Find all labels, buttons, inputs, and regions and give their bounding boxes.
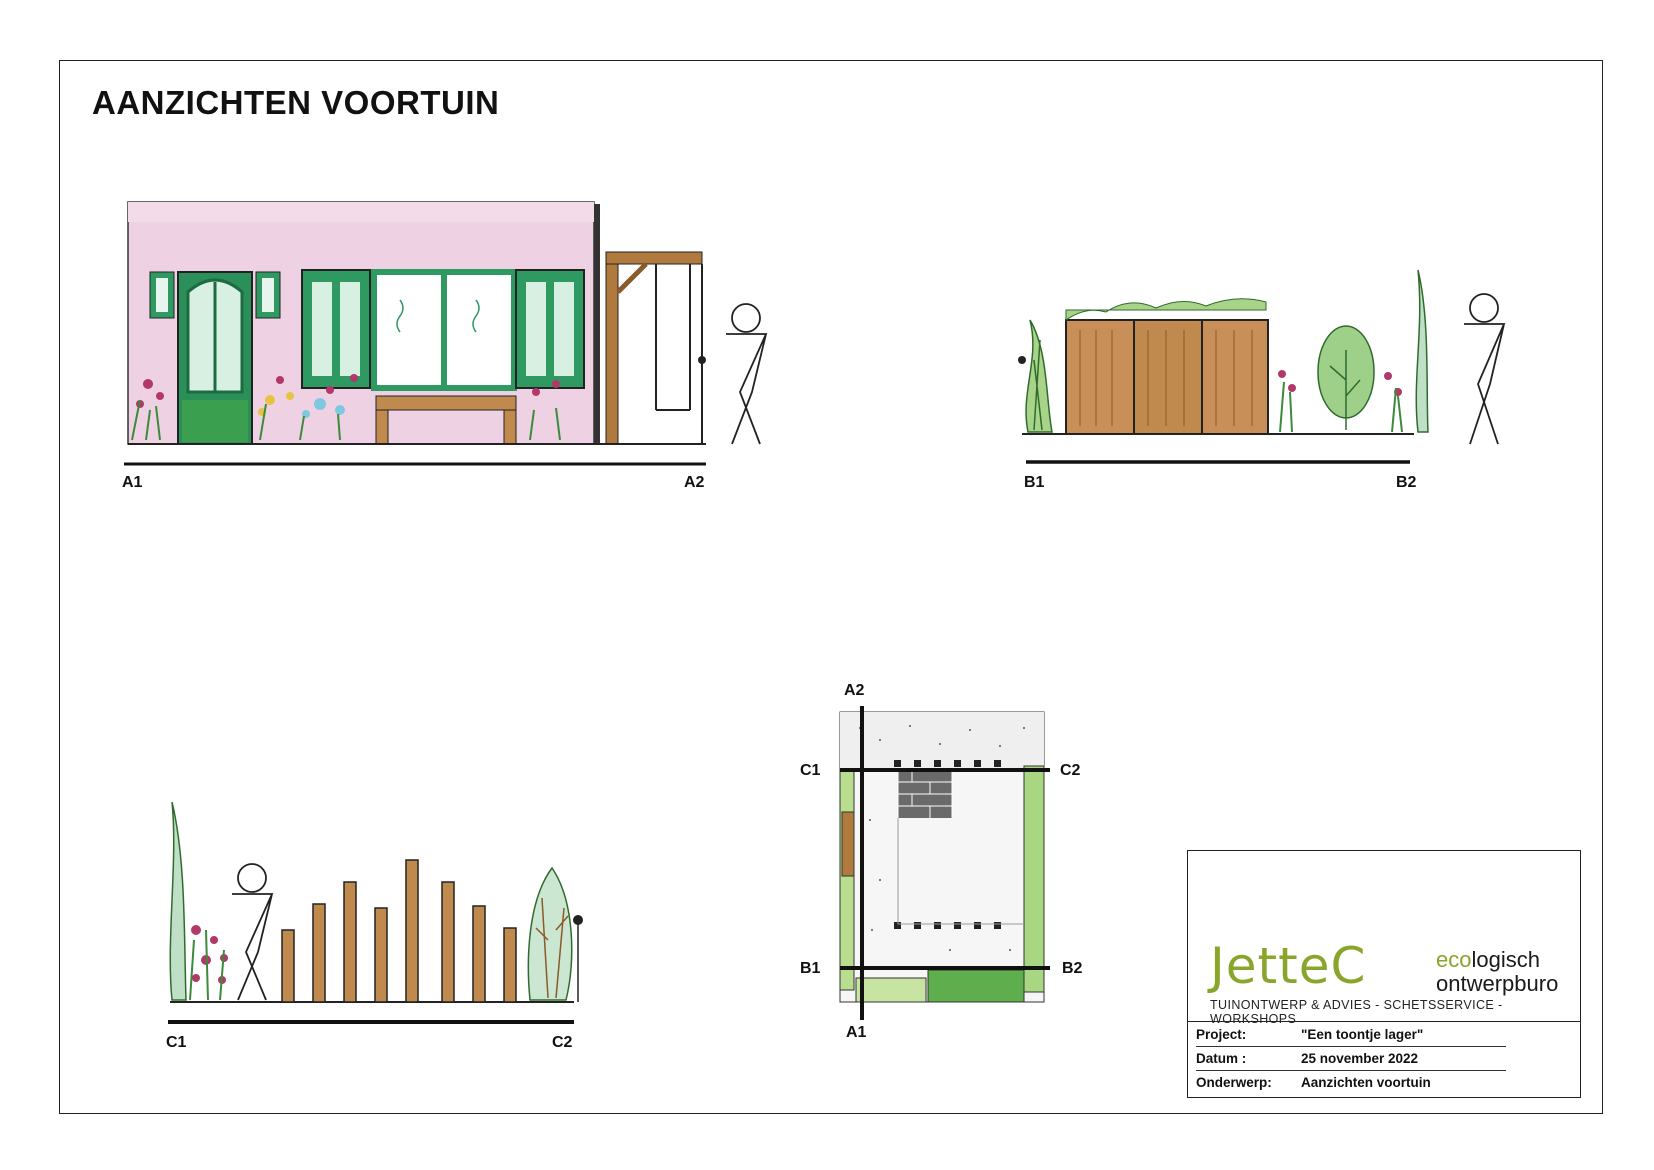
plan-label-a1: A1: [846, 1024, 867, 1041]
site-plan: [839, 706, 1050, 1020]
section-a-start: A1: [122, 474, 143, 491]
title-block: JetteC ecologisch ontwerpburo TUINONTWER…: [1187, 850, 1581, 1098]
row-rule: [1196, 1070, 1506, 1071]
brand-ontwerpburo: ontwerpburo: [1436, 971, 1559, 996]
subject-value: Aanzichten voortuin: [1301, 1075, 1431, 1090]
elevation-b: [1018, 269, 1506, 464]
plan-label-c2: C2: [1060, 762, 1081, 779]
plan-label-a2: A2: [844, 682, 865, 699]
brand-eco: eco: [1436, 947, 1472, 972]
section-b-start: B1: [1024, 474, 1045, 491]
page-title: AANZICHTEN VOORTUIN: [92, 84, 500, 121]
project-value: "Een toontje lager": [1301, 1027, 1424, 1042]
section-c-end: C2: [552, 1034, 573, 1051]
brand-logisch: logisch: [1471, 947, 1540, 972]
plan-label-b2: B2: [1062, 960, 1083, 977]
section-c-start: C1: [166, 1034, 187, 1051]
date-label: Datum :: [1196, 1051, 1247, 1066]
title-block-divider: [1188, 1021, 1580, 1022]
project-label: Project:: [1196, 1027, 1247, 1042]
plan-label-c1: C1: [800, 762, 821, 779]
section-a-end: A2: [684, 474, 705, 491]
brand-tagline: TUINONTWERP & ADVIES - SCHETSSERVICE - W…: [1210, 998, 1503, 1026]
plan-label-b1: B1: [800, 960, 821, 977]
drawing-frame: [59, 60, 1603, 1114]
elevation-a: [124, 201, 768, 466]
brand-ecologisch: ecologisch: [1436, 947, 1540, 973]
subject-label: Onderwerp:: [1196, 1075, 1272, 1090]
section-b-end: B2: [1396, 474, 1417, 491]
row-rule: [1196, 1046, 1506, 1047]
elevation-c: [168, 801, 583, 1024]
date-value: 25 november 2022: [1301, 1051, 1419, 1066]
brand-name: JetteC: [1210, 937, 1367, 995]
